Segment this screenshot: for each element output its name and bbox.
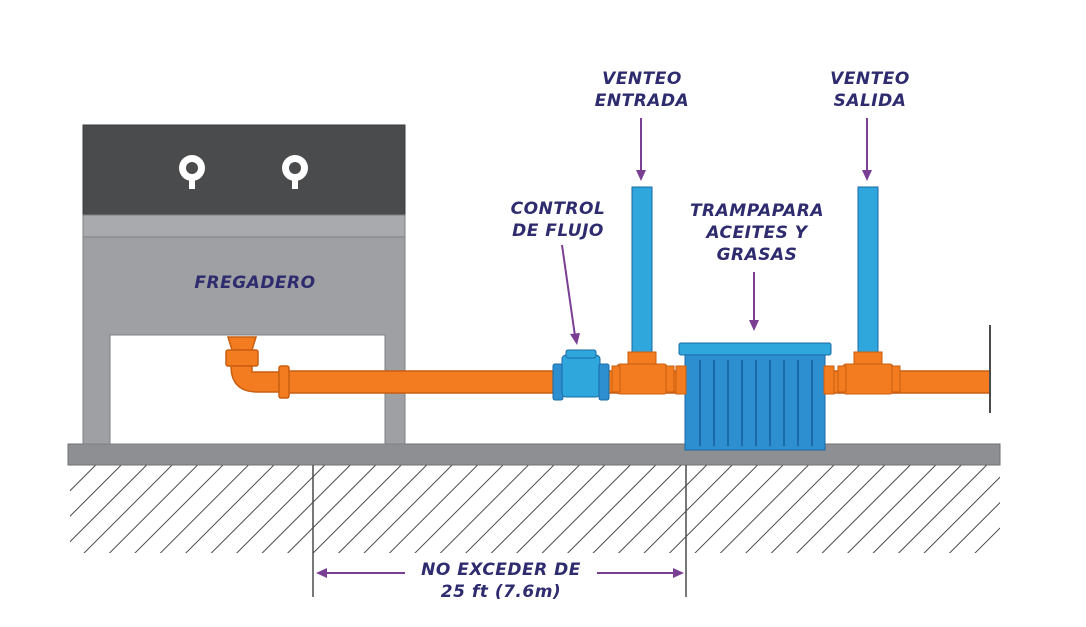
- vent-inlet-label: VENTEO ENTRADA: [594, 69, 690, 111]
- ground-hatch: [70, 465, 1000, 553]
- sink-rim: [82, 214, 406, 238]
- drain-elbow: [225, 336, 286, 393]
- sink-top: [82, 124, 406, 216]
- floor-slab: [67, 443, 1001, 466]
- sink-label: FREGADERO: [194, 273, 316, 293]
- flow-control-valve: [552, 349, 610, 401]
- flow-control-label: CONTROL DE FLUJO: [510, 199, 606, 241]
- distance-dimension: [312, 465, 687, 597]
- grease-trap-label: TRAMPAPARA ACEITES Y GRASAS: [689, 201, 825, 265]
- outlet-vent: [837, 186, 901, 395]
- grease-trap: [675, 342, 835, 451]
- faucet-icon: [179, 155, 205, 189]
- pointer-arrows: [561, 118, 872, 345]
- inlet-vent: [611, 186, 675, 395]
- distance-label: NO EXCEDER DE 25 ft (7.6m): [421, 560, 581, 602]
- vent-outlet-label: VENTEO SALIDA: [830, 69, 910, 111]
- faucet-icon: [282, 155, 308, 189]
